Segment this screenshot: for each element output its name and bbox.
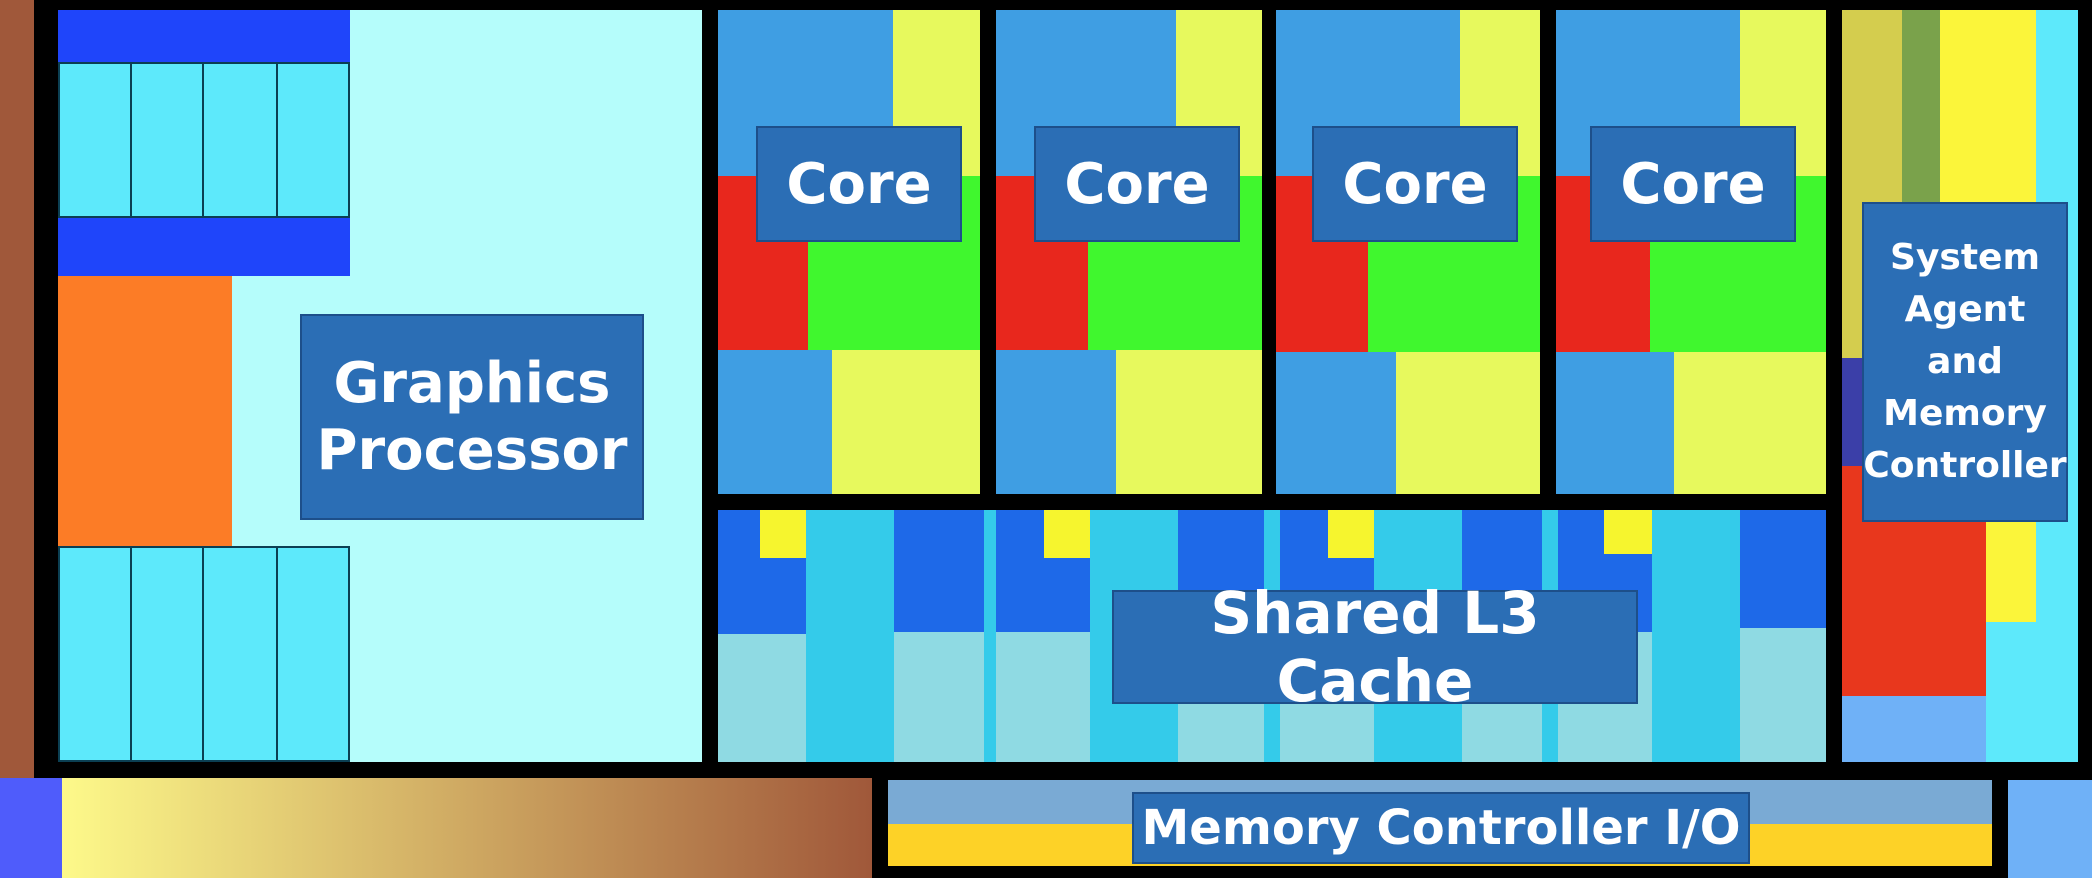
gpu-orange-block	[58, 276, 232, 546]
die-left-edge	[0, 0, 34, 778]
cache-slice-dark	[894, 510, 984, 632]
core-label: Core	[756, 126, 962, 242]
core-blue-bottom	[1556, 352, 1676, 494]
gpu-execution-unit	[58, 62, 132, 218]
gpu-execution-unit	[58, 546, 132, 762]
cache-slice-yellow	[1044, 510, 1090, 558]
core-label: Core	[1034, 126, 1240, 242]
core-label: Core	[1312, 126, 1518, 242]
core-blue-bottom	[1276, 352, 1398, 494]
gpu-execution-unit	[130, 62, 204, 218]
core-yellow-bottom	[832, 350, 980, 494]
bottom-right-pad	[2008, 780, 2092, 878]
cache-slice-yellow	[760, 510, 806, 558]
gpu-execution-unit	[202, 62, 278, 218]
core-yellow-bottom	[1396, 352, 1540, 494]
cache-slice-mid	[806, 510, 894, 762]
cache-slice-yellow	[1604, 510, 1652, 554]
system-agent-label: System Agent and Memory Controller	[1862, 202, 2068, 522]
core-yellow-bottom	[1116, 350, 1262, 494]
sa-green-strip	[1902, 10, 1942, 224]
cache-slice-mid	[1652, 510, 1740, 762]
core-blue-bottom	[718, 350, 834, 494]
gpu-blue-strip-top	[58, 10, 350, 62]
sa-cyan-block	[1986, 622, 2078, 762]
core-yellow-bottom	[1674, 352, 1826, 494]
bottom-blue-pad	[0, 778, 62, 878]
gpu-execution-unit	[130, 546, 204, 762]
cache-slice-dark	[1740, 510, 1826, 628]
memory-controller-io-label: Memory Controller I/O	[1132, 792, 1750, 864]
gpu-execution-unit	[202, 546, 278, 762]
gpu-blue-strip-bottom	[58, 218, 350, 276]
cache-slice-mid	[984, 510, 996, 762]
core-label: Core	[1590, 126, 1796, 242]
core-blue-bottom	[996, 350, 1118, 494]
gpu-execution-unit	[276, 546, 350, 762]
cache-slice-yellow	[1328, 510, 1374, 558]
sa-light-blue-block	[1842, 696, 1986, 762]
bottom-gradient-strip	[62, 778, 872, 878]
l3-cache-label: Shared L3 Cache	[1112, 579, 1638, 715]
graphics-processor-label: Graphics Processor	[300, 314, 644, 520]
gpu-execution-unit	[276, 62, 350, 218]
